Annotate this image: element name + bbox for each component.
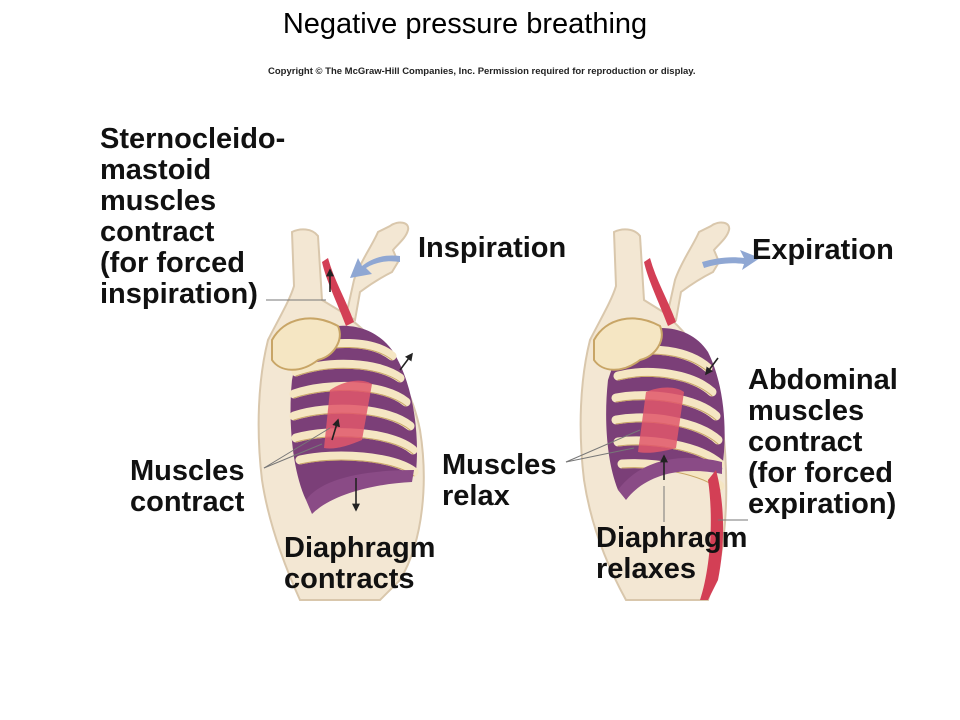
muscles-relax-label-line: relax [442,480,510,512]
inspiration-intercostal-leader-2 [263,443,323,469]
inspiration-diaphragm [306,470,414,514]
diaphragm-relaxes-label-line: relaxes [596,553,696,585]
expiration-chest-recoil-arrow [705,357,719,376]
inspiration-intercostal-muscles [324,380,372,449]
muscles-contract-label: Muscles contract [130,456,244,518]
abdominal-muscles-label-line: Abdominal [748,364,898,396]
inspiration-intercostal-leader-1 [263,427,331,469]
muscles-contract-label-line: contract [130,486,245,518]
inspiration-rib-lift-arrow [331,418,340,441]
sternocleidomastoid-label-line: inspiration) [100,278,258,310]
diaphragm-relaxes-label: Diaphragm relaxes [596,523,747,585]
expiration-diaphragm [618,457,722,500]
expiration-figure [565,221,760,601]
sternocleidomastoid-label: Sternocleido- mastoid muscles contract (… [100,124,285,310]
sternocleidomastoid-label-line: muscles [100,185,217,217]
expiration-abdominal-muscles [700,470,724,600]
expiration-heading: Expiration [752,234,894,266]
abdominal-muscles-label-line: muscles [748,395,865,427]
sternocleidomastoid-label-line: Sternocleido- [100,123,286,155]
sternocleidomastoid-label-line: mastoid [100,154,212,186]
expiration-intercostal-muscles [638,387,684,453]
abdominal-muscles-label-line: contract [748,426,863,458]
expiration-airflow-arrow [702,250,760,270]
abdominal-muscles-label-line: (for forced [748,457,893,489]
expiration-sternocleidomastoid [644,258,676,326]
sternocleidomastoid-label-line: (for forced [100,247,245,279]
diaphragm-contracts-label: Diaphragm contracts [284,533,435,595]
abdominal-muscles-label-line: expiration) [748,488,897,520]
abdominal-muscles-label: Abdominal muscles contract (for forced e… [748,365,898,520]
expiration-scapula [593,317,663,371]
expiration-intercostal-leader-1 [565,429,641,463]
inspiration-figure [257,221,425,601]
inspiration-airflow-arrow [350,255,400,278]
diaphragm-contracts-label-line: contracts [284,563,415,595]
diaphragm-contracts-label-line: Diaphragm [284,532,436,564]
diaphragm-relaxes-label-line: Diaphragm [596,522,748,554]
expiration-intercostal-leader-2 [565,447,635,463]
muscles-relax-label: Muscles relax [442,450,556,512]
muscles-relax-label-line: Muscles [442,449,557,481]
slide-title: Negative pressure breathing [282,8,648,40]
inspiration-scapula [271,317,341,371]
copyright-notice: Copyright © The McGraw-Hill Companies, I… [268,66,696,77]
sternocleidomastoid-label-line: contract [100,216,215,248]
inspiration-chest-expansion-arrow [399,352,413,371]
muscles-contract-label-line: Muscles [130,455,245,487]
inspiration-heading: Inspiration [418,232,567,264]
